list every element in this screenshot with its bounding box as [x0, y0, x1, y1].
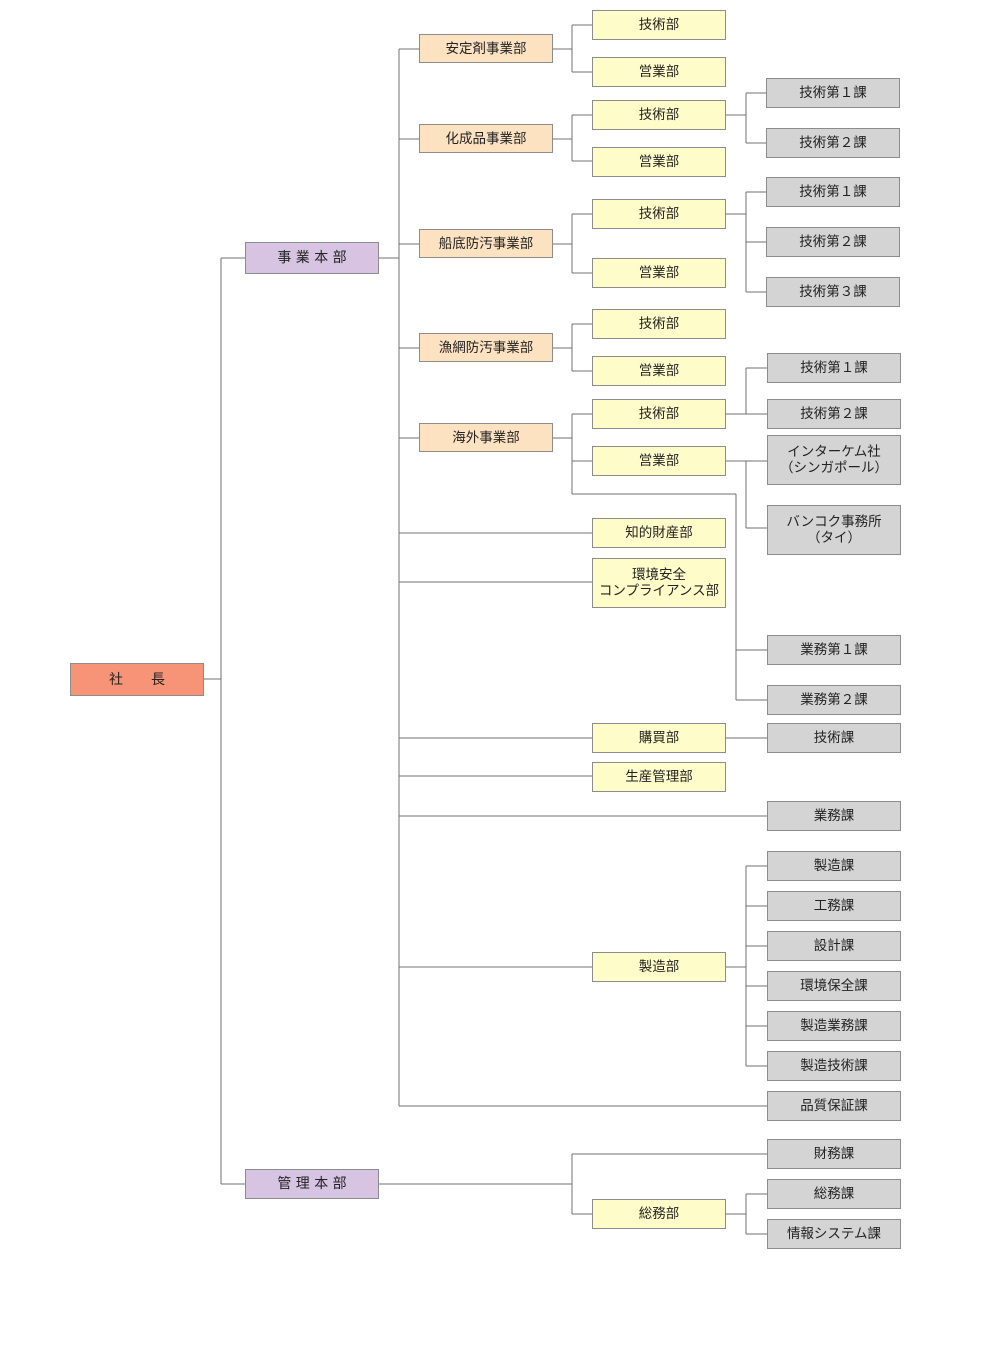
chemicals-tech-section-1-box: 技術第１課 [766, 78, 900, 108]
engineering-works-section-box: 工務課 [767, 891, 901, 921]
dept-label: 購買部 [638, 730, 680, 746]
section-label: 技術課 [813, 730, 855, 746]
stabilizer-sales-dept-box: 営業部 [592, 57, 726, 87]
section-label: 工務課 [813, 898, 855, 914]
fishnet-sales-dept-box: 営業部 [592, 356, 726, 386]
dept-label: 技術部 [638, 406, 680, 422]
operations-section-1-box: 業務第１課 [767, 635, 901, 665]
dept-label: 営業部 [638, 453, 680, 469]
ship-antifouling-business-label: 船底防汚事業部 [438, 235, 534, 252]
stabilizer-business-label: 安定剤事業部 [445, 40, 527, 57]
section-label: 技術第２課 [799, 135, 867, 151]
dept-label: 営業部 [638, 363, 680, 379]
operations-section-2-box: 業務第２課 [767, 685, 901, 715]
ship-technical-dept-box: 技術部 [592, 199, 726, 229]
overseas-tech-section-2-box: 技術第２課 [767, 399, 901, 429]
dept-label: 営業部 [638, 154, 680, 170]
stabilizer-technical-dept-box: 技術部 [592, 10, 726, 40]
business-headquarters-box: 事 業 本 部 [245, 242, 379, 274]
manufacturing-section-box: 製造課 [767, 851, 901, 881]
section-label: 業務課 [813, 808, 855, 824]
dept-label: 総務部 [638, 1206, 680, 1222]
ship-tech-section-2-box: 技術第２課 [766, 227, 900, 257]
operations-section-box: 業務課 [767, 801, 901, 831]
section-label: 環境保全課 [800, 978, 868, 994]
fishnet-antifouling-business-label: 漁網防汚事業部 [438, 339, 534, 356]
intellectual-property-dept-box: 知的財産部 [592, 518, 726, 548]
overseas-business-box: 海外事業部 [419, 423, 553, 452]
environment-compliance-dept-box: 環境安全 コンプライアンス部 [592, 558, 726, 608]
administration-headquarters-label: 管 理 本 部 [277, 1176, 347, 1192]
design-section-box: 設計課 [767, 931, 901, 961]
section-label: 技術第１課 [799, 85, 867, 101]
manufacturing-technology-section-box: 製造技術課 [767, 1051, 901, 1081]
administration-headquarters-box: 管 理 本 部 [245, 1169, 379, 1199]
ship-tech-section-3-box: 技術第３課 [766, 277, 900, 307]
dept-label: 製造部 [638, 959, 680, 975]
section-label: 製造技術課 [800, 1058, 868, 1074]
interchem-singapore-box: インターケム社 （シンガポール） [767, 435, 901, 485]
dept-label: 技術部 [638, 107, 680, 123]
fishnet-technical-dept-box: 技術部 [592, 309, 726, 339]
chemicals-business-label: 化成品事業部 [445, 130, 527, 147]
dept-label: 知的財産部 [625, 525, 693, 541]
chemicals-business-box: 化成品事業部 [419, 124, 553, 153]
bangkok-office-box: バンコク事務所 （タイ） [767, 505, 901, 555]
purchasing-dept-box: 購買部 [592, 723, 726, 753]
general-affairs-dept-box: 総務部 [592, 1199, 726, 1229]
ship-tech-section-1-box: 技術第１課 [766, 177, 900, 207]
quality-assurance-section-box: 品質保証課 [767, 1091, 901, 1121]
section-label: 財務課 [813, 1146, 855, 1162]
section-label: 品質保証課 [800, 1098, 868, 1114]
overseas-business-label: 海外事業部 [452, 429, 520, 446]
ship-antifouling-business-box: 船底防汚事業部 [419, 229, 553, 258]
finance-section-box: 財務課 [767, 1139, 901, 1169]
manufacturing-operations-section-box: 製造業務課 [767, 1011, 901, 1041]
dept-label: 営業部 [638, 64, 680, 80]
general-affairs-section-box: 総務課 [767, 1179, 901, 1209]
production-control-dept-box: 生産管理部 [592, 762, 726, 792]
president-box: 社 長 [70, 663, 204, 696]
section-label: 技術第３課 [799, 284, 867, 300]
section-label: 技術第１課 [799, 184, 867, 200]
section-label: 製造課 [813, 858, 855, 874]
president-label: 社 長 [109, 671, 165, 688]
dept-label: 環境安全 コンプライアンス部 [598, 567, 720, 599]
overseas-technical-dept-box: 技術部 [592, 399, 726, 429]
section-label: 総務課 [813, 1186, 855, 1202]
section-label: 業務第２課 [800, 692, 868, 708]
fishnet-antifouling-business-box: 漁網防汚事業部 [419, 333, 553, 362]
manufacturing-dept-box: 製造部 [592, 952, 726, 982]
section-label: インターケム社 （シンガポール） [780, 444, 888, 476]
overseas-tech-section-1-box: 技術第１課 [767, 353, 901, 383]
section-label: 技術第２課 [800, 406, 868, 422]
section-label: バンコク事務所 （タイ） [786, 514, 882, 546]
business-headquarters-label: 事 業 本 部 [277, 250, 347, 266]
dept-label: 生産管理部 [625, 769, 693, 785]
dept-label: 技術部 [638, 206, 680, 222]
chemicals-technical-dept-box: 技術部 [592, 100, 726, 130]
section-label: 技術第２課 [799, 234, 867, 250]
chemicals-tech-section-2-box: 技術第２課 [766, 128, 900, 158]
section-label: 設計課 [813, 938, 855, 954]
dept-label: 技術部 [638, 17, 680, 33]
dept-label: 営業部 [638, 265, 680, 281]
section-label: 情報システム課 [786, 1226, 882, 1242]
stabilizer-business-box: 安定剤事業部 [419, 34, 553, 63]
technical-section-box: 技術課 [767, 723, 901, 753]
section-label: 製造業務課 [800, 1018, 868, 1034]
ship-sales-dept-box: 営業部 [592, 258, 726, 288]
information-systems-section-box: 情報システム課 [767, 1219, 901, 1249]
dept-label: 技術部 [638, 316, 680, 332]
chemicals-sales-dept-box: 営業部 [592, 147, 726, 177]
overseas-sales-dept-box: 営業部 [592, 446, 726, 476]
environmental-protection-section-box: 環境保全課 [767, 971, 901, 1001]
section-label: 業務第１課 [800, 642, 868, 658]
section-label: 技術第１課 [800, 360, 868, 376]
